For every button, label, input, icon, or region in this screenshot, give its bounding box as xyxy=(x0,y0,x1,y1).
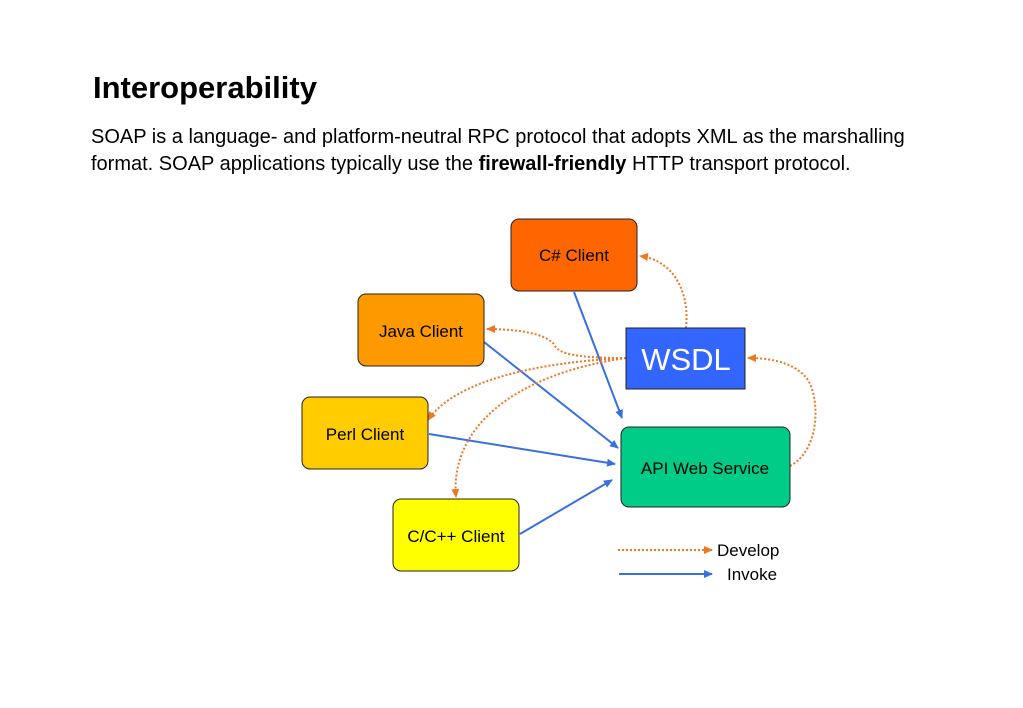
edge-invoke-java-api xyxy=(483,341,619,449)
node-api-web-service: API Web Service xyxy=(620,426,791,508)
node-csharp-client: C# Client xyxy=(510,218,638,292)
node-perl-label: Perl Client xyxy=(326,425,405,444)
node-perl-client: Perl Client xyxy=(301,396,429,470)
node-wsdl-label: WSDL xyxy=(641,342,731,377)
invoke-edges xyxy=(428,291,623,535)
node-csharp-label: C# Client xyxy=(539,246,609,265)
intro-text-end: HTTP transport protocol. xyxy=(626,153,851,175)
edge-develop-wsdl-perl xyxy=(427,357,627,421)
node-cpp-label: C/C++ Client xyxy=(407,527,505,546)
edge-develop-wsdl-java xyxy=(486,325,627,359)
node-api-label: API Web Service xyxy=(641,459,769,478)
legend-develop-label: Develop xyxy=(717,541,779,560)
node-cpp-client: C/C++ Client xyxy=(392,498,520,572)
edge-invoke-perl-api xyxy=(428,433,616,467)
intro-paragraph: SOAP is a language- and platform-neutral… xyxy=(91,124,911,178)
legend-invoke-label: Invoke xyxy=(727,565,777,584)
edge-develop-wsdl-csharp xyxy=(639,253,688,329)
develop-edges xyxy=(427,253,817,498)
edge-invoke-csharp-api xyxy=(573,291,623,419)
intro-bold-term: firewall-friendly xyxy=(478,153,627,175)
intro-text-start: SOAP is a language- and platform-neutral… xyxy=(91,126,905,175)
edge-invoke-cpp-api xyxy=(519,479,613,535)
node-java-label: Java Client xyxy=(379,322,463,341)
legend: Develop Invoke xyxy=(618,541,779,584)
node-wsdl: WSDL xyxy=(625,327,746,390)
slide-title: Interoperability xyxy=(93,70,317,105)
node-java-client: Java Client xyxy=(357,293,485,367)
edge-develop-wsdl-cpp xyxy=(451,357,627,498)
